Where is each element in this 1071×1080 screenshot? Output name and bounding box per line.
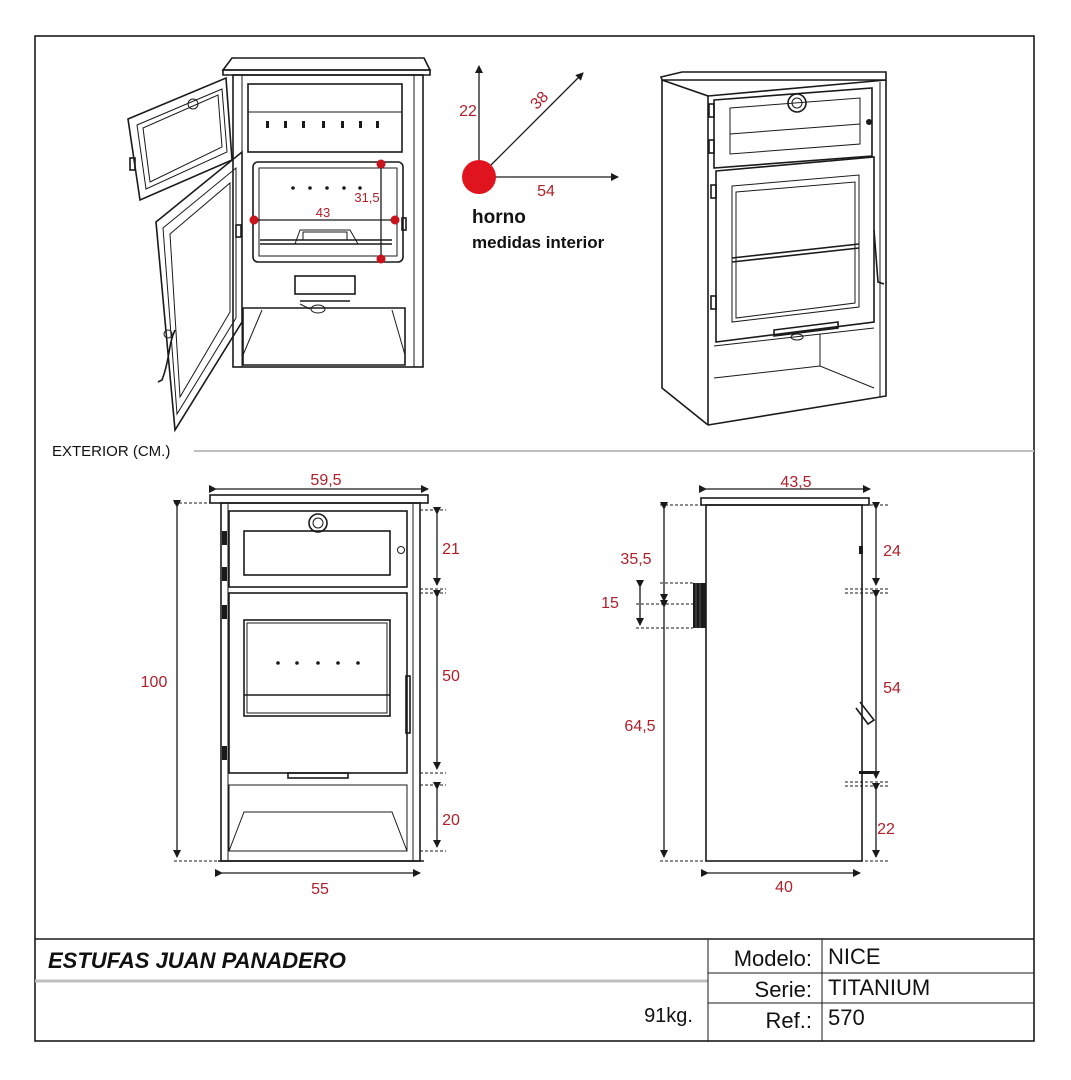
side-view: 43,5 35,5 15 64,5 24 — [601, 474, 901, 896]
side-base-depth-dim: 40 — [775, 879, 793, 896]
modelo-value: NICE — [828, 944, 881, 969]
open-stove-illustration: 43 31,5 — [127, 57, 432, 433]
front-drawer-height-dim: 20 — [442, 812, 460, 829]
oven-height-dim: 22 — [459, 103, 477, 120]
side-top-depth-dim: 43,5 — [780, 474, 811, 491]
side-firebox-height-dim: 54 — [883, 680, 901, 697]
oven-title: horno — [472, 207, 526, 228]
ref-value: 570 — [828, 1005, 865, 1030]
serie-label: Serie: — [755, 977, 812, 1002]
side-flue-height-dim: 35,5 — [620, 551, 651, 568]
stove-weight: 91kg. — [644, 1005, 693, 1027]
front-top-width-dim: 59,5 — [310, 472, 341, 489]
drawing-frame — [34, 35, 1035, 1042]
title-block: ESTUFAS JUAN PANADERO 91kg. Modelo: NICE… — [35, 938, 1034, 1041]
firebox-height-dim: 31,5 — [354, 190, 379, 205]
side-lower-height-dim: 64,5 — [624, 718, 655, 735]
front-firebox-height-dim: 50 — [442, 668, 460, 685]
side-drawer-height-dim: 22 — [877, 821, 895, 838]
section-label: EXTERIOR (CM.) — [52, 443, 170, 460]
oven-depth-dim: 38 — [528, 88, 553, 113]
oven-subtitle: medidas interior — [472, 233, 605, 252]
brand-name: ESTUFAS JUAN PANADERO — [48, 948, 346, 973]
side-flue-diameter-dim: 15 — [601, 595, 619, 612]
firebox-width-dim: 43 — [316, 205, 330, 220]
closed-stove-illustration — [659, 71, 887, 426]
side-oven-height-dim: 24 — [883, 543, 901, 560]
front-base-width-dim: 55 — [311, 881, 329, 898]
oven-interior-axes: 22 38 54 horno medidas interior — [459, 65, 619, 252]
front-view: 59,5 55 — [141, 472, 460, 898]
modelo-label: Modelo: — [734, 946, 812, 971]
oven-width-dim: 54 — [537, 183, 555, 200]
front-total-height-dim: 100 — [141, 674, 168, 691]
origin-dot — [462, 160, 496, 194]
front-oven-height-dim: 21 — [442, 541, 460, 558]
serie-value: TITANIUM — [828, 975, 930, 1000]
ref-label: Ref.: — [766, 1008, 812, 1033]
